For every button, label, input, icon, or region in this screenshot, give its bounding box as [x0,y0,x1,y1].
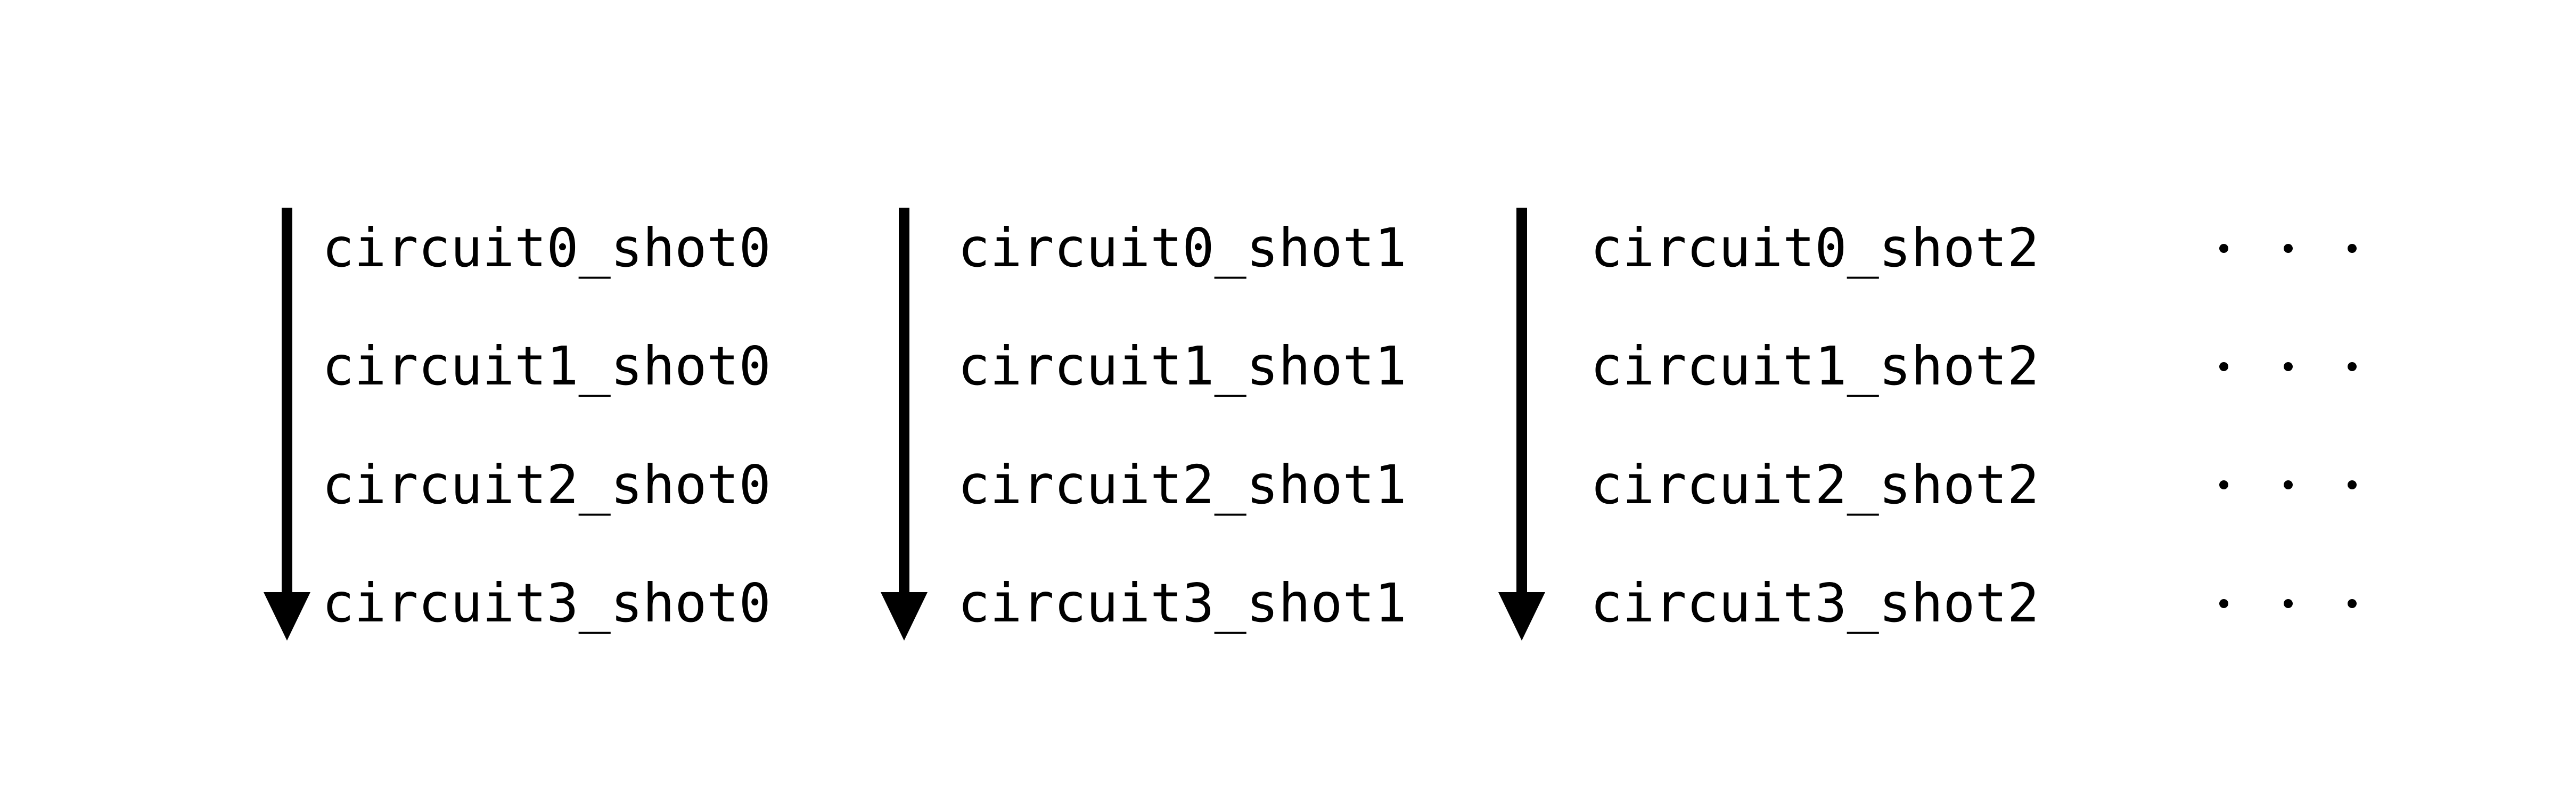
circuit-shot-label: circuit0_shot0 [322,217,771,279]
ellipsis-dot-icon [2219,243,2228,253]
ellipsis-dot-icon [2348,243,2357,253]
circuit-shot-label: circuit1_shot1 [958,335,1407,398]
circuit-shot-label: circuit2_shot0 [322,453,771,516]
ellipsis-dots-row [2219,189,2390,307]
ellipsis-dot-icon [2283,480,2293,490]
down-arrow-icon [1498,208,1545,641]
ellipsis-dot-icon [2219,599,2228,608]
ellipsis-column [2219,189,2390,663]
ellipsis-dots-row [2219,307,2390,425]
ellipsis-dot-icon [2219,480,2228,490]
ellipsis-dot-icon [2348,362,2357,371]
down-arrow-icon [881,208,928,641]
labels-column-shot1-column: circuit0_shot1 circuit1_shot1 circuit2_sho… [958,189,1437,663]
ellipsis-dot-icon [2283,243,2293,253]
circuit-shot-label: circuit1_shot2 [1590,335,2039,398]
ellipsis-dot-icon [2219,362,2228,371]
ellipsis-dot-icon [2283,362,2293,371]
circuit-shot-label: circuit0_shot2 [1590,217,2039,279]
ellipsis-dots-row [2219,426,2390,544]
ellipsis-dots-row [2219,544,2390,662]
circuit-shot-label: circuit3_shot0 [322,571,771,634]
ellipsis-dot-icon [2283,599,2293,608]
circuit-shot-label: circuit2_shot1 [958,453,1407,516]
circuit-shot-label: circuit2_shot2 [1590,453,2039,516]
labels-column-shot0-column: circuit0_shot0 circuit1_shot0 circuit2_sho… [322,189,801,663]
ellipsis-dot-icon [2348,599,2357,608]
ellipsis-dot-icon [2348,480,2357,490]
labels-column-shot2-column: circuit0_shot2 circuit1_shot2 circuit2_sho… [1590,189,2070,663]
circuit-shot-label: circuit3_shot1 [958,571,1407,634]
circuit-shot-label: circuit1_shot0 [322,335,771,398]
circuit-shot-label: circuit0_shot1 [958,217,1407,279]
circuit-shot-label: circuit3_shot2 [1590,571,2039,634]
down-arrow-icon [264,208,310,641]
